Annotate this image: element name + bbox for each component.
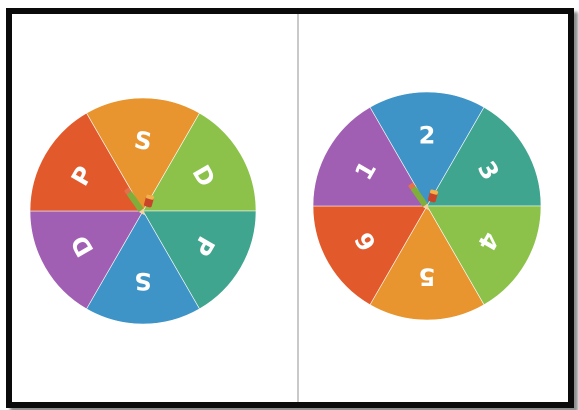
segment-label: 5 [419, 263, 436, 291]
segment-label: 2 [419, 121, 436, 149]
segment-label: S [134, 267, 151, 295]
